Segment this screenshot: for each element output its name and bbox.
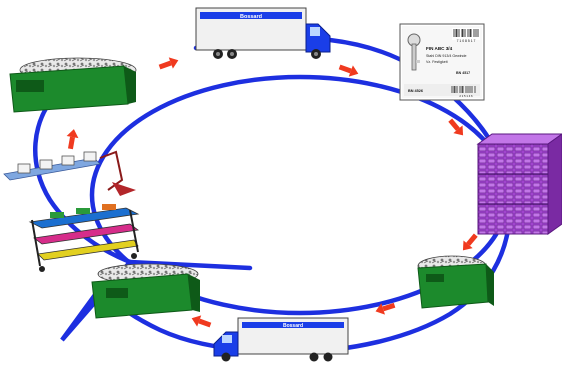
flow-arrow-icon	[65, 128, 80, 150]
delivery-truck-icon: Bossard	[214, 318, 348, 362]
flow-arrow-icon	[337, 61, 360, 79]
truck-brand-text: Bossard	[240, 14, 262, 20]
conveyor-robot-icon	[4, 152, 136, 196]
barcode-label-icon: 7 1 0 8 5 1 7 FIN ABC 3/4 Stahl DIN 913/…	[400, 24, 484, 100]
label-code-left: BN 4526	[408, 89, 423, 93]
parts-bin-icon	[92, 264, 200, 318]
parts-bin-icon	[418, 256, 494, 308]
shelving-rack-icon	[30, 202, 138, 272]
storage-cabinet-icon	[478, 134, 562, 234]
truck-brand-text: Bossard	[283, 323, 303, 329]
parts-bin-icon	[10, 58, 136, 112]
flow-arrow-icon	[157, 55, 180, 73]
delivery-truck-icon: Bossard	[196, 8, 330, 59]
label-line-4: BN 4517	[456, 71, 470, 75]
flow-arrow-icon	[458, 231, 480, 254]
label-code-right: 2 1 5 1 4 6	[459, 94, 473, 98]
label-line-2: Stahl DIN 913/4 Gewinde	[426, 54, 467, 58]
label-line-1: FIN ABC 3/4	[426, 46, 453, 51]
flow-arrow-icon	[190, 313, 213, 331]
label-line-3: Vz. Festigkeit	[426, 60, 448, 64]
label-code-top: 7 1 0 8 5 1 7	[457, 39, 476, 43]
